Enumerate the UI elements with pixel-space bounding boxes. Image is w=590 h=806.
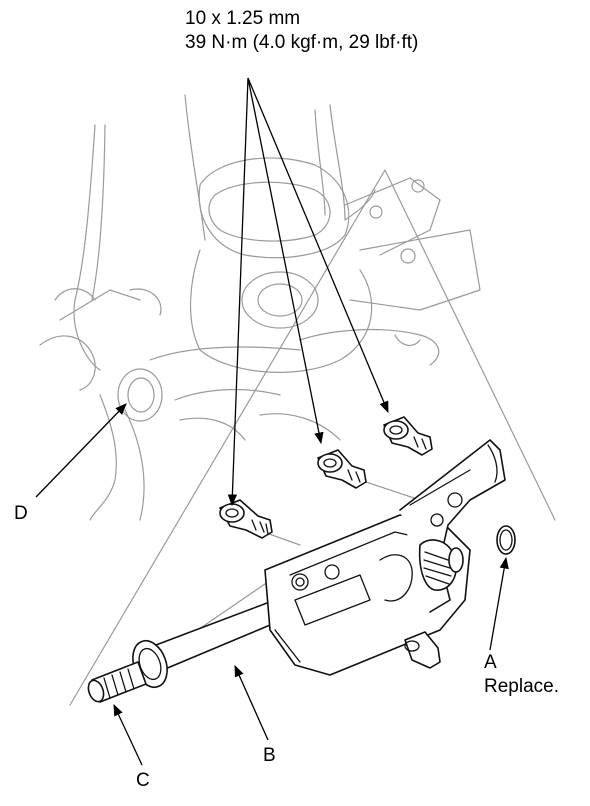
callout-a-note: Replace. (484, 676, 559, 697)
circlip-icon (496, 525, 516, 555)
leader-a (489, 556, 509, 651)
callout-a: A (484, 652, 497, 673)
mounting-bolt-middle (317, 449, 367, 489)
torque-value-label: 39 N·m (4.0 kgf·m, 29 lbf·ft) (185, 32, 419, 53)
leader-b (234, 664, 269, 741)
bolt-size-label: 10 x 1.25 mm (185, 8, 301, 29)
mounting-bolt-left (219, 499, 273, 539)
torque-spec-leaders (227, 77, 389, 507)
transmission-housing-background (39, 94, 556, 706)
callout-b: B (263, 745, 276, 766)
mounting-bolt-right (383, 416, 433, 456)
leader-d (35, 403, 127, 498)
intermediate-shaft (87, 439, 506, 703)
callout-d: D (14, 503, 28, 524)
leader-c (113, 703, 143, 766)
callout-c: C (136, 770, 150, 791)
